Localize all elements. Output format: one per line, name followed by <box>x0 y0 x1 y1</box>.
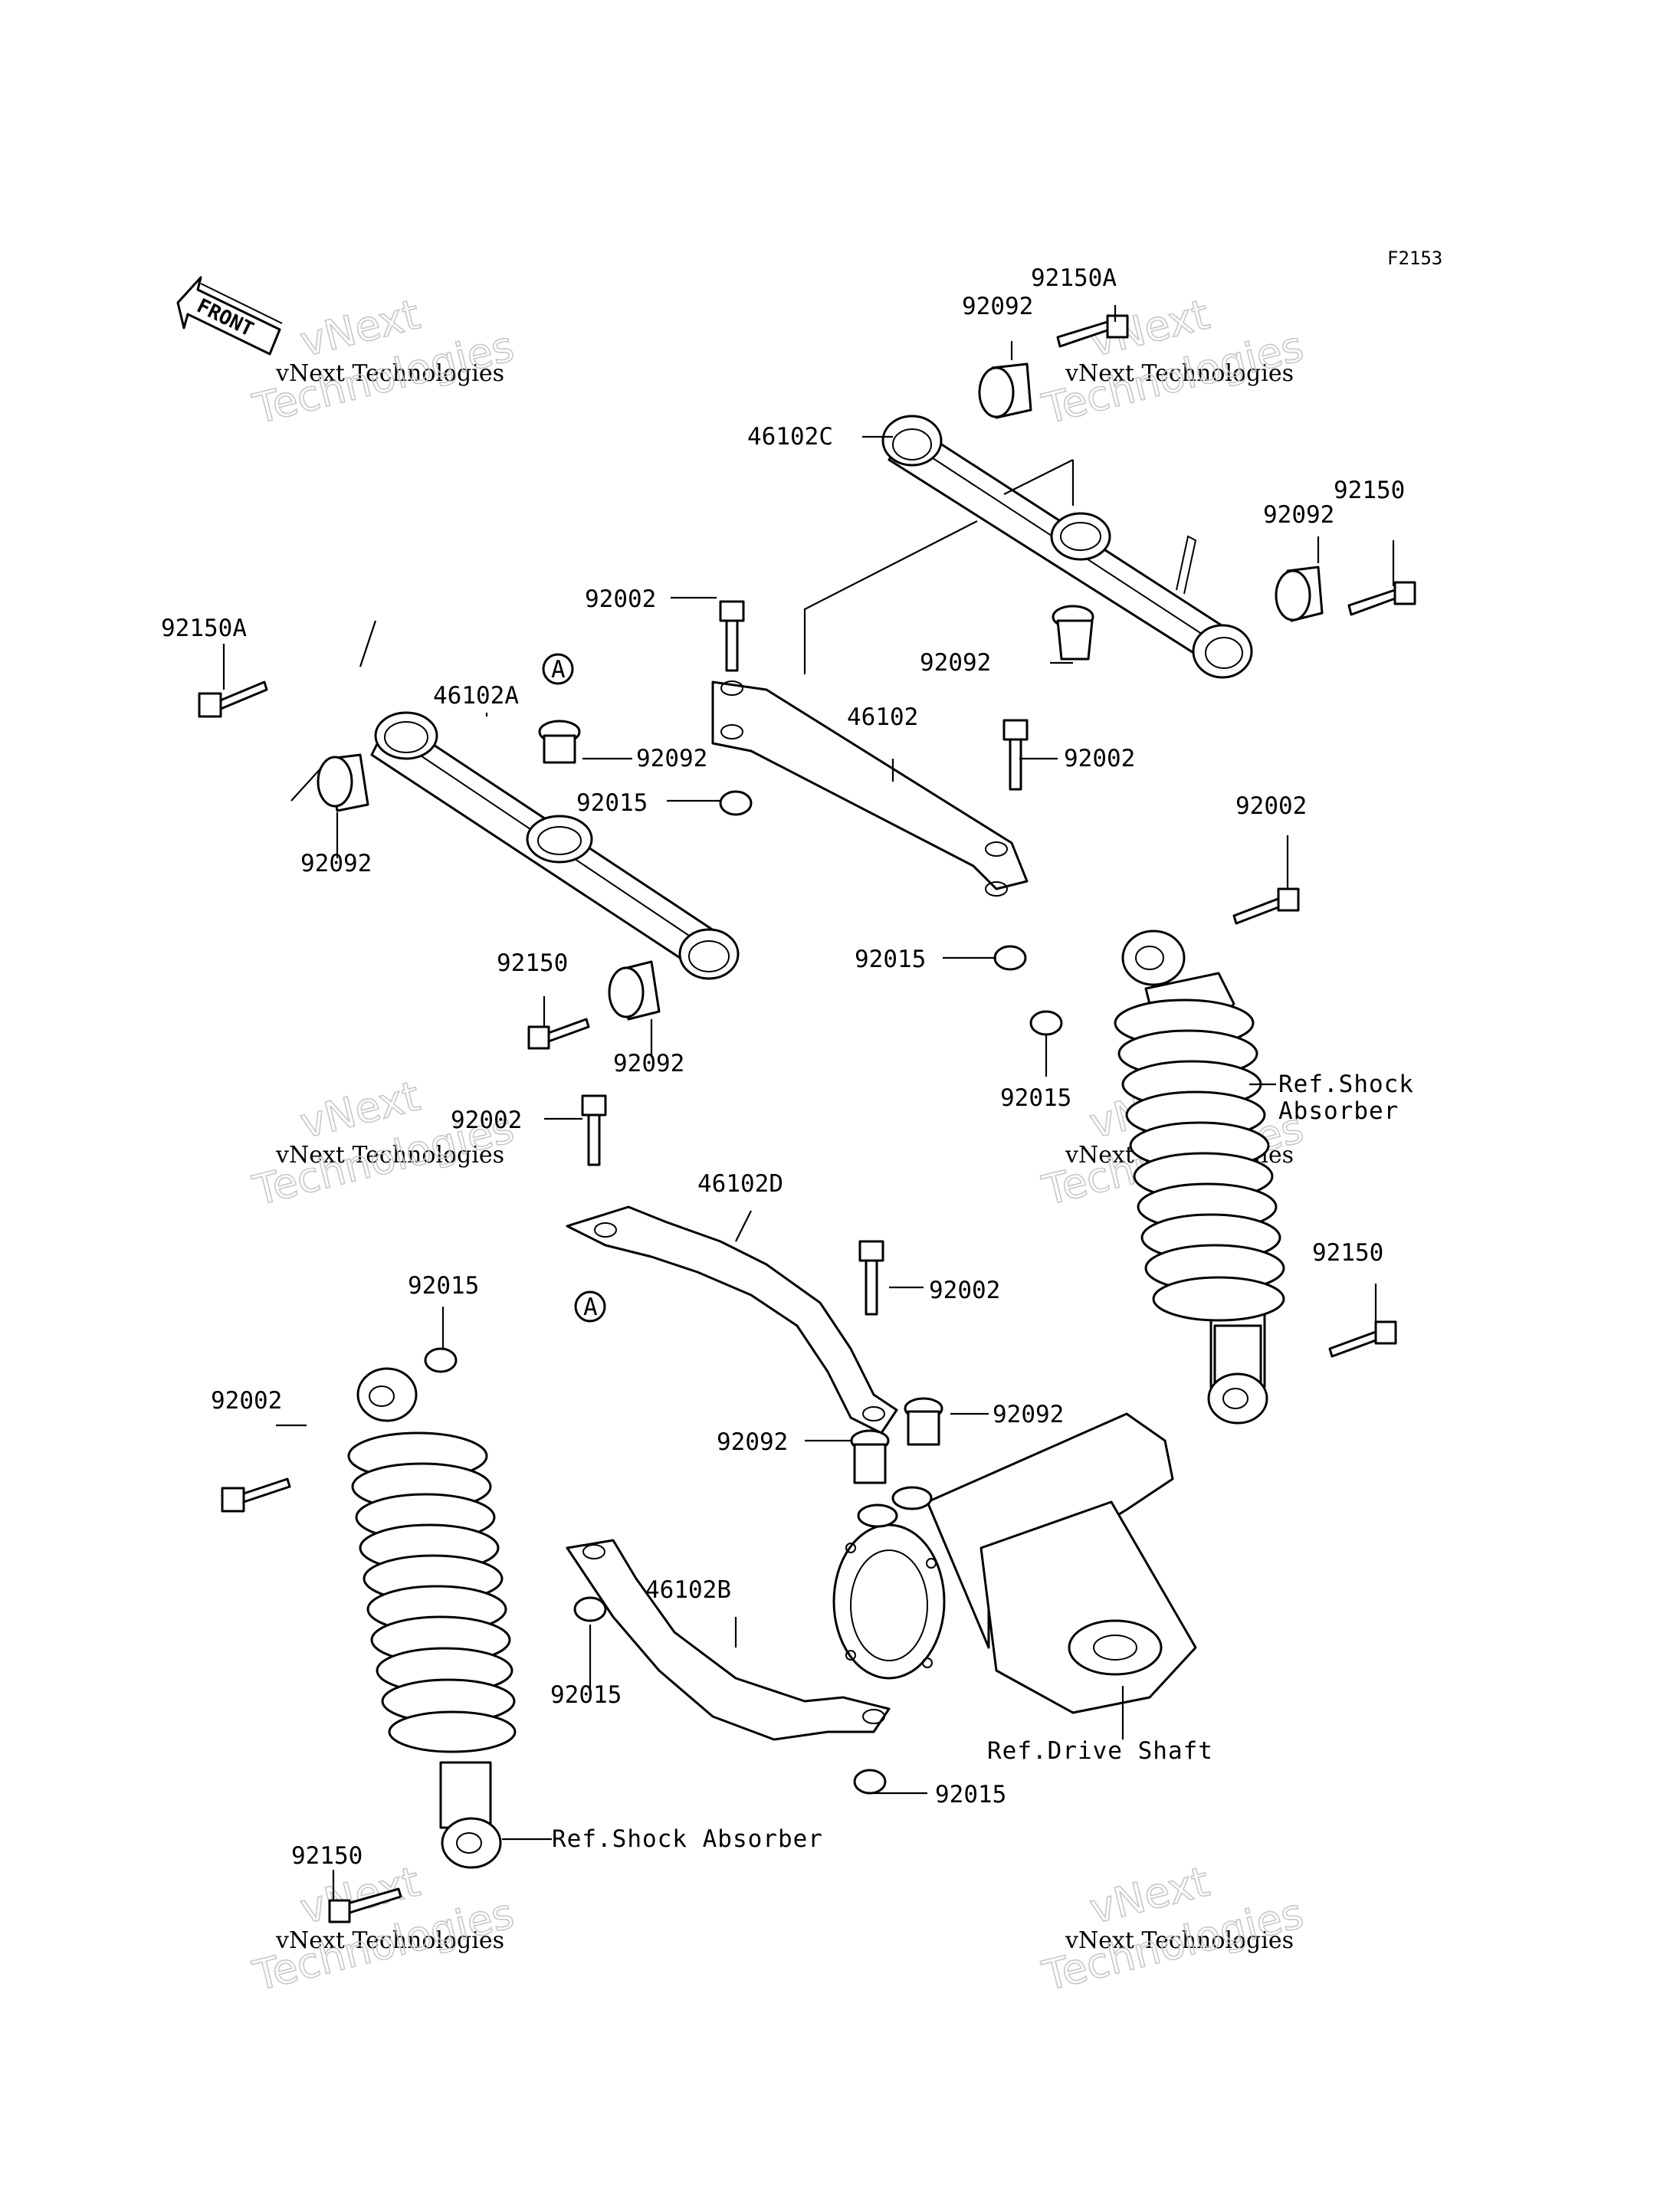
watermark-line2: vNext Technologies <box>275 1927 504 1954</box>
part-label: 92015 <box>408 1272 479 1300</box>
watermark-line2: vNext Technologies <box>275 1142 504 1169</box>
part-label: 92150 <box>497 949 568 977</box>
watermark-3: vNext vNext Technologies Technologies <box>248 1071 519 1215</box>
part-label: 92092 <box>717 1428 788 1456</box>
part-label: 92015 <box>1000 1084 1071 1112</box>
part-label: 46102B <box>645 1576 731 1604</box>
part-label: 46102 <box>847 703 918 731</box>
callout-a-upper: A <box>542 653 574 685</box>
part-label: 92150 <box>291 1842 363 1870</box>
figure-id: F2153 <box>1387 248 1442 269</box>
shock-absorber-left <box>347 1367 517 1869</box>
arm-46102c <box>881 415 1253 679</box>
shock-absorber-right <box>1114 930 1285 1425</box>
part-label: 92092 <box>962 293 1033 320</box>
ref-shock-absorber-label: Ref.Shock Absorber <box>552 1825 823 1853</box>
part-label: 92092 <box>1263 501 1334 529</box>
part-label: 92002 <box>1235 792 1307 820</box>
part-label: 92150A <box>1031 264 1117 292</box>
watermark-6: vNext vNext Technologies Technologies <box>1037 1857 1308 2001</box>
part-label: 46102D <box>697 1170 783 1198</box>
ref-shock-label-line2: Absorber <box>1278 1097 1399 1125</box>
part-label: 92002 <box>211 1387 282 1415</box>
part-label: 92092 <box>636 745 707 772</box>
hardware <box>198 314 1416 1923</box>
part-label: 92015 <box>576 789 648 817</box>
arm-46102a <box>370 711 740 980</box>
arm-46102b <box>566 1539 891 1741</box>
part-label: 92092 <box>920 649 991 677</box>
part-label: 92002 <box>585 585 656 613</box>
part-label: 92150 <box>1312 1239 1383 1267</box>
watermark-line2: vNext Technologies <box>275 360 504 387</box>
part-label: 92015 <box>550 1681 622 1709</box>
callout-a-text: A <box>583 1294 598 1321</box>
callout-a-lower: A <box>574 1290 606 1323</box>
part-label: 92002 <box>451 1107 522 1134</box>
front-label: FRONT <box>193 294 258 341</box>
drive-shaft-housing <box>832 1412 1197 1714</box>
ref-shock-label-line1: Ref.Shock <box>1278 1071 1414 1098</box>
arm-46102d <box>566 1205 898 1435</box>
part-label: 92150A <box>161 615 247 642</box>
part-label: 92150 <box>1334 477 1405 504</box>
arm-46102 <box>711 680 1029 897</box>
dashed-guide-line <box>803 459 1075 674</box>
watermark-2: vNext vNext Technologies Technologies <box>1037 290 1308 434</box>
part-label: 92092 <box>613 1050 684 1077</box>
part-label: 46102C <box>747 423 833 451</box>
part-label: 46102A <box>433 682 519 710</box>
part-label: 92015 <box>855 946 926 973</box>
ref-drive-shaft-label: Ref.Drive Shaft <box>987 1737 1213 1765</box>
part-label: 92092 <box>993 1401 1064 1428</box>
leader-lines <box>222 305 1395 1900</box>
part-label: 92002 <box>1064 745 1135 772</box>
front-arrow-icon: FRONT <box>176 276 283 356</box>
watermark-line2: vNext Technologies <box>1065 1927 1294 1954</box>
part-label: 92015 <box>935 1781 1006 1808</box>
part-label: 92002 <box>929 1277 1000 1304</box>
callout-a-text: A <box>551 656 566 684</box>
watermark-1: vNext vNext Technologies Technologies <box>248 290 519 434</box>
watermark-line2: vNext Technologies <box>1065 360 1294 387</box>
part-label: 92092 <box>300 850 372 877</box>
